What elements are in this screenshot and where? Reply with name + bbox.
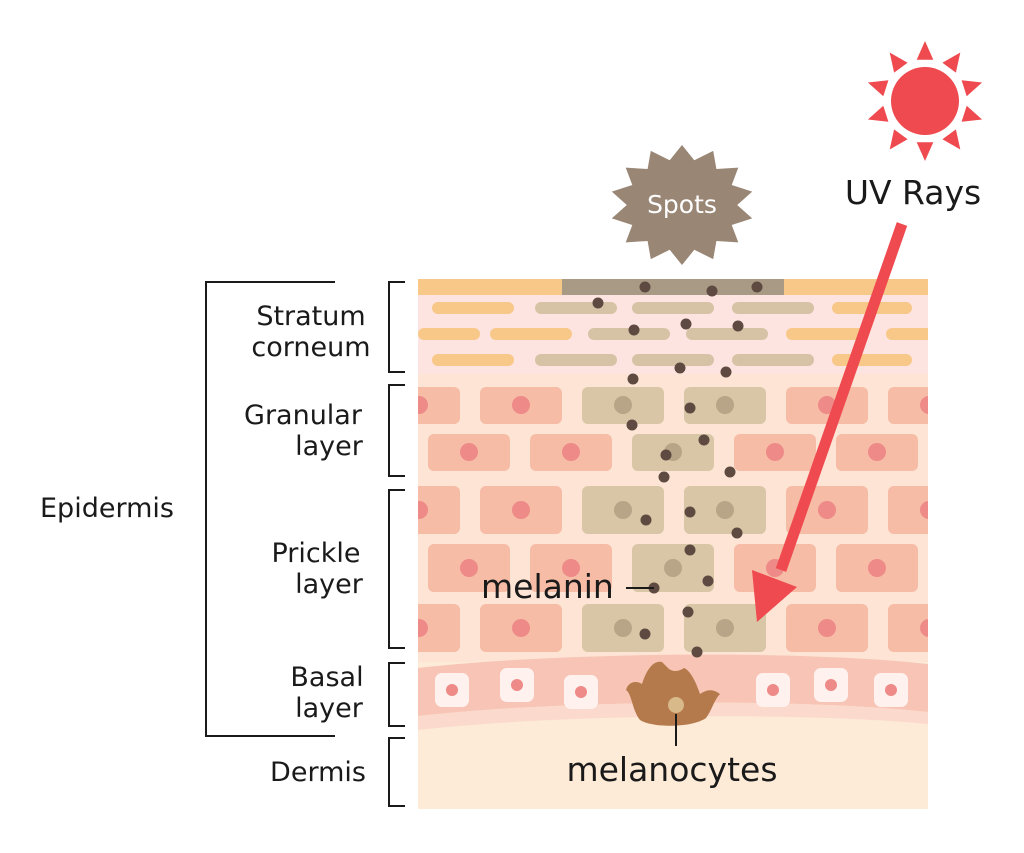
melanocyte-nucleus [668, 697, 684, 713]
basal-cells [435, 668, 908, 709]
label-basal-1: Basal [290, 662, 363, 693]
epidermis-bracket [205, 281, 335, 737]
melanin-granule [640, 514, 652, 526]
epidermal-cell [276, 486, 358, 534]
epidermal-cell [418, 604, 460, 652]
melanin-granule [684, 506, 696, 518]
melanin-granule [682, 606, 694, 618]
skin-cross-section [276, 279, 1024, 809]
melanin-granules [592, 281, 763, 658]
melanin-granule [684, 544, 696, 556]
melanin-granule [680, 318, 692, 330]
label-granular-2: layer [295, 431, 364, 462]
epidermal-cell [938, 434, 1020, 471]
epidermal-cell [480, 604, 562, 652]
melanin-granule [731, 527, 743, 539]
melanin-granule [732, 320, 744, 332]
epidermal-cell [428, 544, 510, 592]
label-melanocytes: melanocytes [566, 750, 777, 789]
prickle-bracket [388, 489, 405, 649]
epidermal-cell [418, 387, 460, 424]
label-uv-rays: UV Rays [845, 173, 981, 212]
basal-cell [814, 668, 848, 702]
melanocyte-cell [626, 661, 720, 726]
layer-brackets [205, 281, 677, 807]
stratum-corneum-bracket [388, 281, 405, 373]
epidermal-cell [990, 387, 1024, 424]
basal-cell [756, 673, 790, 707]
sun-icon [867, 41, 983, 161]
starburst-icon [611, 145, 753, 265]
dermis-bracket [388, 737, 405, 807]
melanin-granule [628, 324, 640, 336]
epidermal-cell [632, 544, 714, 592]
basal-cell [564, 675, 598, 709]
melanin-granule [639, 628, 651, 640]
arrow-icon [752, 222, 908, 622]
epidermal-cell [888, 387, 928, 424]
epidermal-cell [990, 486, 1024, 534]
label-stratum-corneum-1: Stratum [256, 301, 365, 332]
label-prickle-2: layer [295, 569, 364, 600]
epidermal-cell [684, 387, 766, 424]
label-dermis: Dermis [270, 757, 366, 788]
basal-cell [435, 673, 469, 707]
label-stratum-corneum-2: corneum [251, 332, 370, 363]
basal-cell [500, 668, 534, 702]
epidermal-cell [582, 387, 664, 424]
melanin-granule [639, 281, 651, 293]
melanin-granule [660, 449, 672, 461]
epidermal-cell [734, 434, 816, 471]
epidermal-cell [582, 604, 664, 652]
epidermal-cell [888, 486, 928, 534]
epidermal-cell [480, 387, 562, 424]
epidermal-cell [938, 544, 1020, 592]
label-granular-1: Granular [244, 400, 363, 431]
melanin-granule [691, 646, 703, 658]
label-prickle-1: Prickle [271, 538, 360, 569]
epidermal-cell [786, 604, 868, 652]
label-melanin: melanin [481, 567, 614, 606]
epidermal-cell [530, 544, 612, 592]
melanin-granule [751, 281, 763, 293]
epidermal-cell [428, 434, 510, 471]
melanin-granule [674, 362, 686, 374]
melanin-granule [658, 471, 670, 483]
melanin-granule [592, 297, 604, 309]
melanin-granule [702, 575, 714, 587]
melanin-granule [698, 434, 710, 446]
epidermal-cell [786, 387, 868, 424]
epidermal-cell [582, 486, 664, 534]
epidermal-cell [684, 486, 766, 534]
label-epidermis: Epidermis [40, 493, 174, 524]
melanin-granule [724, 466, 736, 478]
label-spots: Spots [647, 190, 717, 219]
epidermal-cell [530, 434, 612, 471]
epidermal-cell [836, 544, 918, 592]
epidermal-cell [836, 434, 918, 471]
epidermal-cell [888, 604, 928, 652]
melanin-granule [684, 402, 696, 414]
granular-bracket [388, 384, 405, 477]
epidermal-cell [480, 486, 562, 534]
epidermal-cells [276, 387, 1024, 652]
epidermal-cell [418, 486, 460, 534]
epidermal-cell [684, 604, 766, 652]
epidermal-cell [990, 604, 1024, 652]
stratum-top-pigmented [562, 279, 784, 295]
melanin-granule [627, 373, 639, 385]
basal-bracket [388, 662, 405, 727]
melanin-granule [720, 366, 732, 378]
epidermal-cell [276, 604, 358, 652]
basal-cell [874, 673, 908, 707]
melanin-granule [706, 285, 718, 297]
melanin-granule [626, 419, 638, 431]
label-basal-2: layer [295, 693, 364, 724]
